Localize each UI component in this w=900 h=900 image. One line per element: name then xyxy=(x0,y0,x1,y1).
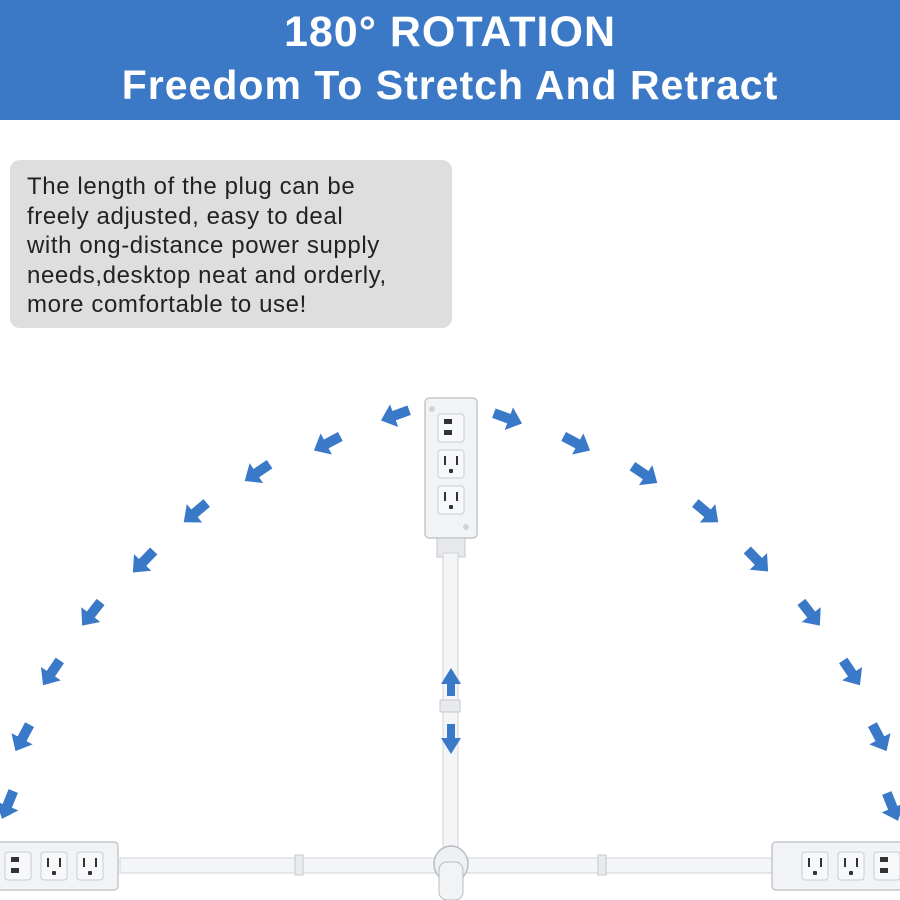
rotation-arrow-icon xyxy=(833,653,870,692)
rotation-arrow-icon xyxy=(4,719,41,757)
outlet-icon xyxy=(437,485,465,515)
description-line: needs,desktop neat and orderly, xyxy=(27,261,387,289)
rotation-arrow-icon xyxy=(875,788,900,826)
rotation-arrow-icon xyxy=(176,493,215,532)
pivot-knob-icon xyxy=(433,845,469,900)
top-power-strip xyxy=(424,397,478,854)
rotation-arrow-icon xyxy=(72,594,111,633)
header-banner: 180° ROTATION Freedom To Stretch And Ret… xyxy=(0,0,900,120)
rotation-arrows-left xyxy=(0,398,414,824)
rotation-arrow-icon xyxy=(489,401,527,435)
rotation-arrow-icon xyxy=(558,425,596,462)
outlet-icon xyxy=(40,851,68,881)
description-line: freely adjusted, easy to deal xyxy=(27,202,344,230)
horizontal-cord xyxy=(119,845,781,900)
left-power-strip xyxy=(0,841,119,891)
outlet-icon xyxy=(837,851,865,881)
usb-port-icon xyxy=(4,851,32,881)
rotation-arrow-icon xyxy=(687,493,726,532)
description-line: with ong-distance power supply xyxy=(27,232,380,259)
rotation-arrow-icon xyxy=(0,786,25,824)
outlet-icon xyxy=(437,449,465,479)
rotation-arrow-icon xyxy=(861,719,898,757)
banner-subtitle: Freedom To Stretch And Retract xyxy=(121,62,779,108)
rotation-arrows-right xyxy=(489,401,900,826)
rotation-arrow-icon xyxy=(376,398,414,432)
description-line: more comfortable to use! xyxy=(27,291,307,318)
rotation-arrow-icon xyxy=(308,425,346,462)
description-line: The length of the plug can be xyxy=(27,173,356,200)
right-power-strip xyxy=(771,841,900,891)
description-box: The length of the plug can be freely adj… xyxy=(10,160,452,328)
rotation-arrow-icon xyxy=(124,542,163,581)
extend-arrow-icon xyxy=(441,668,461,754)
rotation-arrow-icon xyxy=(625,456,664,493)
rotation-arrow-icon xyxy=(238,454,277,491)
rotation-arrow-icon xyxy=(791,594,830,633)
rotation-arrow-icon xyxy=(33,653,70,692)
usb-port-icon xyxy=(437,413,465,443)
banner-title: 180° ROTATION xyxy=(283,8,617,56)
usb-port-icon xyxy=(873,851,900,881)
rotation-arrow-icon xyxy=(738,541,777,580)
outlet-icon xyxy=(801,851,829,881)
outlet-icon xyxy=(76,851,104,881)
